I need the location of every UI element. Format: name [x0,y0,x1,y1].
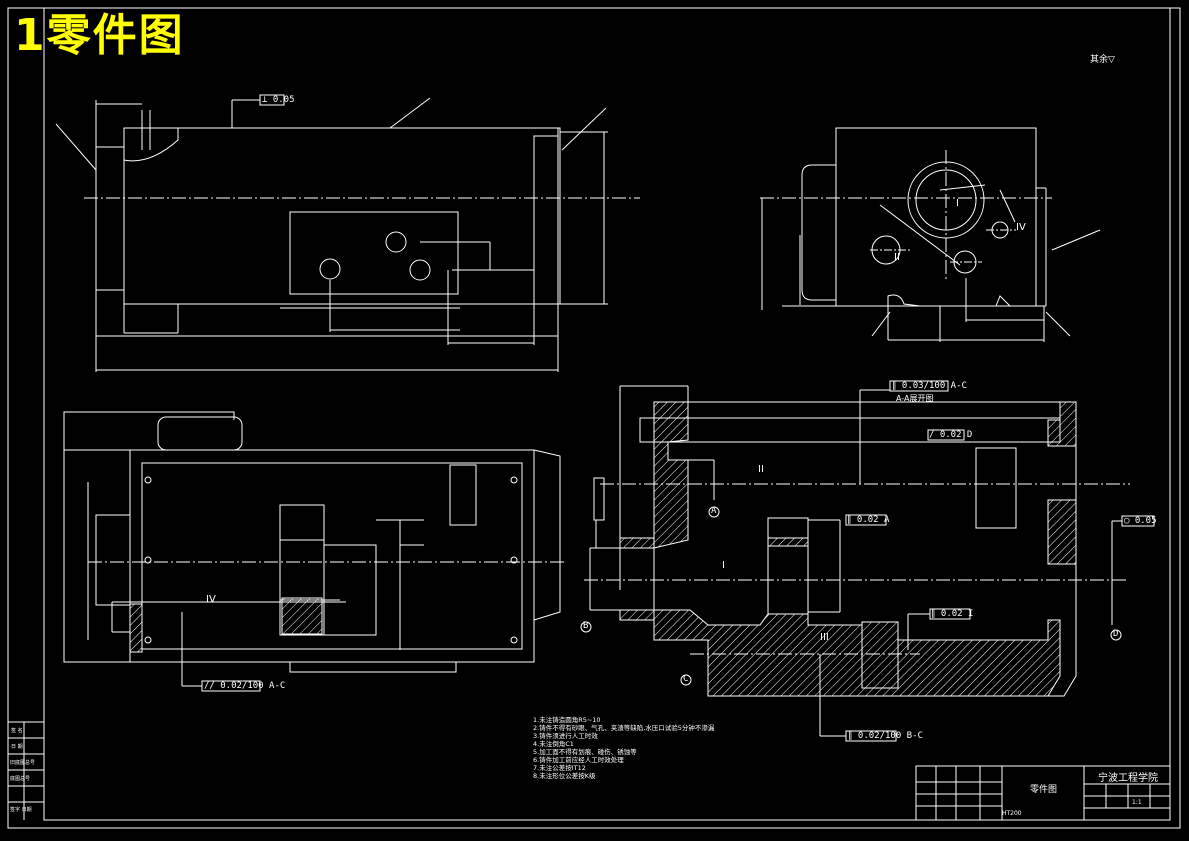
page-title: 1零件图 [14,10,185,61]
datum-c: C [683,674,689,684]
front-view [55,94,640,372]
title-block [915,765,1171,821]
left-strip [8,721,44,820]
note-line: 2.铸件不得有砂眼、气孔、夹渣等缺陷,水压口试验5分钟不渗漏 [533,724,715,732]
side-roman-ii: II [894,252,900,263]
left-strip-cell: 底图总号 [10,776,31,782]
tol-frame-4: ∥ 0.02 I [931,609,974,619]
technical-notes: 1.未注铸造圆角R5~10 2.铸件不得有砂眼、气孔、夹渣等缺陷,水压口试验5分… [533,716,714,780]
tol-frame-7: // 0.02/100 A-C [204,681,286,691]
section-label: A-A展开图 [896,394,934,403]
tol-frame-5: ◯ 0.05 [1124,516,1157,526]
left-strip-cell: 签 名 [11,728,23,734]
datum-b: B [583,621,589,631]
left-strip-cell: 日 期 [11,744,23,750]
tol-frame-3: ∥ 0.02 A [847,515,890,525]
note-line: 7.未注公差按IT12 [533,764,586,772]
roughness-corner-note: 其余▽ [1090,55,1115,65]
note-line: 5.加工面不得有划痕、碰伤、锈蚀等 [533,748,637,756]
tol-frame-6: ∥ 0.02/100 B-C [848,731,923,741]
tol-frame-1: ∥ 0.03/100 A-C [892,381,967,391]
datum-circle-a [708,506,720,518]
tol-frame-8: ⊥ 0.05 [262,95,295,105]
top-view-holes [144,476,518,644]
datum-circle-d [1110,629,1122,641]
top-view [63,411,566,692]
side-view [760,127,1101,342]
title-block-drawing-name: 零件图 [1030,785,1058,795]
section-hatching [129,401,1077,697]
note-line: 1.未注铸造圆角R5~10 [533,716,601,724]
note-line: 3.铸件须进行人工时效 [533,732,598,740]
side-roman-iv: IV [1016,222,1026,233]
roman-label-iv: IV [206,594,216,605]
roman-label-i: I [722,560,725,571]
note-line: 8.未注形位公差按K级 [533,772,596,780]
left-strip-cell: 旧底图总号 [10,760,36,766]
left-strip-cell: 签字 日期 [10,807,32,813]
datum-circle-c [680,674,692,686]
note-line: 4.未注倒角C1 [533,740,574,748]
title-block-school: 宁波工程学院 [1098,773,1158,784]
roman-label-ii: II [758,464,764,475]
roman-label-iii: III [820,632,829,643]
side-roman-i: I [956,198,959,209]
tol-frame-2: / 0.02 D [929,430,973,440]
datum-a: A [711,506,717,516]
title-block-scale: 1:1 [1132,799,1142,806]
title-block-material: HT200 [1002,810,1022,817]
datum-circle-b [580,621,592,633]
datum-d: D [1113,629,1119,639]
inner-frame [43,7,1171,821]
note-line: 6.铸件加工前应经人工时效处理 [533,756,624,764]
